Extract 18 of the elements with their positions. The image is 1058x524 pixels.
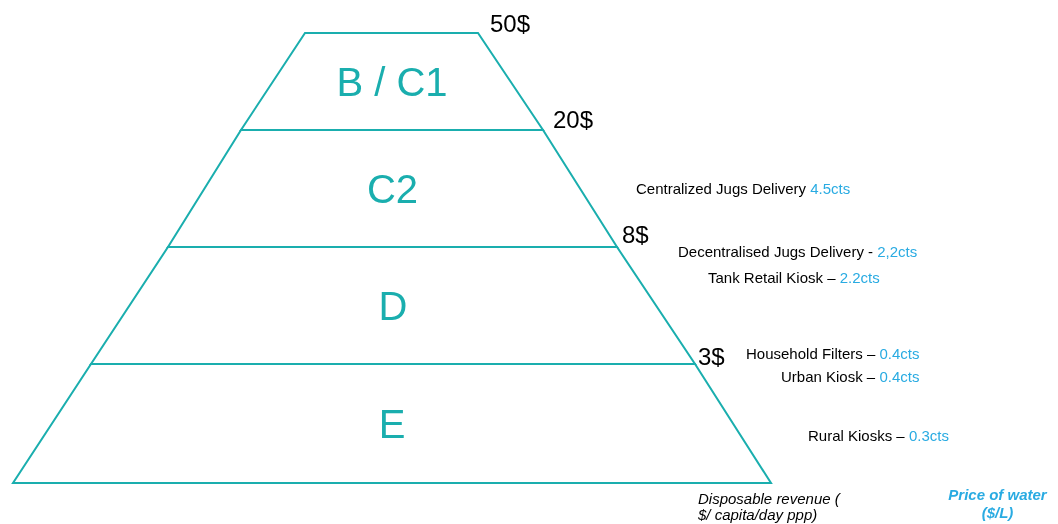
income-threshold: 3$ <box>698 343 725 371</box>
pyramid-tier <box>168 130 617 247</box>
income-threshold: 50$ <box>490 10 531 38</box>
pyramid-tier <box>241 33 543 130</box>
tier-label: B / C1 <box>335 59 449 104</box>
income-threshold: 8$ <box>622 221 649 249</box>
product-price-label: Rural Kiosks – 0.3cts <box>808 427 949 444</box>
product-price-label: Tank Retail Kiosk – 2.2cts <box>708 269 880 286</box>
axis-title: Price of water ($/L) <box>947 486 1049 522</box>
product-price-label: Decentralised Jugs Delivery - 2,2cts <box>678 243 918 260</box>
tier-label: E <box>377 401 407 446</box>
income-threshold: 20$ <box>553 106 594 134</box>
product-price-label: Urban Kiosk – 0.4cts <box>781 368 920 385</box>
tier-label: C2 <box>365 166 420 211</box>
product-price-label: Centralized Jugs Delivery 4.5cts <box>636 180 851 197</box>
tier-label: D <box>377 283 409 328</box>
axis-title: Disposable revenue ( $/ capita/day ppp) <box>698 491 842 523</box>
product-price-label: Household Filters – 0.4cts <box>746 345 920 362</box>
